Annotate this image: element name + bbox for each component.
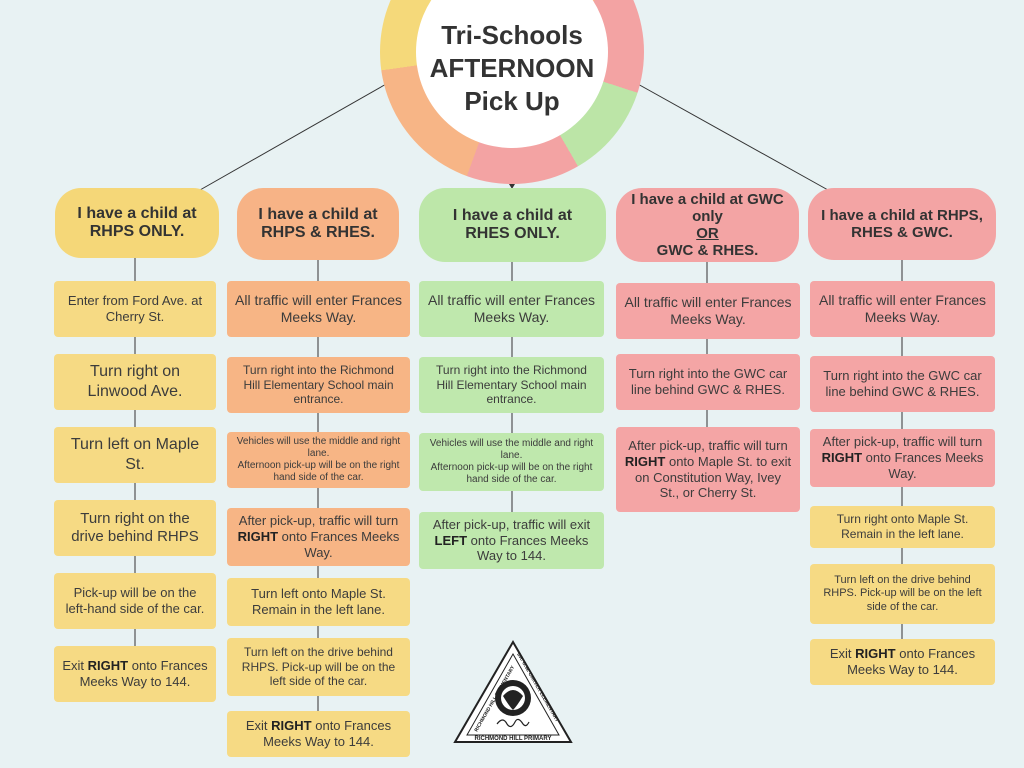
step-text: Turn right into the GWC car line behind …: [823, 368, 982, 399]
step-box: All traffic will enter Frances Meeks Way…: [810, 281, 995, 337]
step-text-bold: RIGHT: [821, 450, 863, 466]
step-text-part: After pick-up, traffic will turn: [628, 437, 788, 453]
step-text: All traffic will enter Frances Meeks Way…: [235, 291, 403, 325]
step-text: After pick-up, traffic will turn RIGHT o…: [818, 434, 987, 482]
step-text-bold: RIGHT: [237, 529, 279, 545]
step-box: Turn right into the GWC car line behind …: [810, 356, 995, 412]
step-text-part: onto Frances Meeks Way to 144.: [847, 646, 976, 677]
step-text: Enter from Ford Ave. at Cherry St.: [67, 293, 203, 324]
step-box: Turn left on the drive behind RHPS. Pick…: [227, 638, 410, 696]
title-line-3: Pick Up: [464, 86, 560, 116]
heading-part: only: [692, 208, 723, 225]
step-box: Vehicles will use the middle and right l…: [227, 432, 410, 488]
step-text: Turn right into the Richmond Hill Elemen…: [243, 363, 394, 407]
step-box: Turn right onto Maple St. Remain in the …: [810, 506, 995, 548]
step-box: After pick-up, traffic will turn RIGHT o…: [616, 427, 800, 512]
step-box: Exit RIGHT onto Frances Meeks Way to 144…: [810, 639, 995, 685]
step-box: Turn right into the GWC car line behind …: [616, 354, 800, 410]
school-triangle-logo: RICHMOND HILL PRIMARY RICHMOND HILL ELEM…: [453, 640, 573, 743]
step-box: Exit RIGHT onto Frances Meeks Way to 144…: [227, 711, 410, 757]
step-text-part: onto Frances Meeks Way.: [278, 529, 400, 560]
step-text: Turn left on the drive behind RHPS. Pick…: [241, 645, 396, 689]
step-text-part: After pick-up, traffic will turn: [238, 513, 399, 529]
step-box: All traffic will enter Frances Meeks Way…: [227, 281, 410, 337]
step-text-part: Exit: [829, 646, 856, 662]
heading-or-underlined: OR: [696, 225, 719, 242]
step-text-bold: LEFT: [434, 532, 468, 548]
step-box: Turn left on Maple St.: [54, 427, 216, 483]
step-box: All traffic will enter Frances Meeks Way…: [419, 281, 604, 337]
header-title: Tri-Schools AFTERNOON Pick Up: [416, 0, 608, 148]
step-text: Vehicles will use the middle and right l…: [236, 435, 401, 484]
step-box: Vehicles will use the middle and right l…: [419, 433, 604, 491]
step-text: Pick-up will be on the left-hand side of…: [65, 585, 205, 616]
step-text-part: onto Frances Meeks Way to 144.: [467, 532, 589, 564]
title-line-1: Tri-Schools: [441, 20, 583, 50]
heading-line: RHPS & RHES.: [261, 224, 375, 241]
heading-line: RHES ONLY.: [465, 225, 560, 242]
step-text: Exit RIGHT onto Frances Meeks Way to 144…: [62, 658, 208, 690]
step-box: After pick-up, traffic will exit LEFT on…: [419, 512, 604, 569]
step-text-part: onto Maple St. to exit on Constitution W…: [635, 453, 792, 501]
step-text: After pick-up, traffic will exit LEFT on…: [427, 517, 596, 565]
step-text-part: After pick-up, traffic will exit: [432, 516, 591, 532]
step-text-part: Exit: [62, 658, 88, 674]
heading-line: I have a child at GWC: [631, 191, 784, 208]
step-text: Exit RIGHT onto Frances Meeks Way to 144…: [235, 718, 402, 750]
step-text-part: Exit: [245, 718, 272, 734]
heading-line: I have a child at: [452, 207, 573, 224]
step-text: All traffic will enter Frances Meeks Way…: [427, 291, 595, 325]
step-text: Turn left onto Maple St. Remain in the l…: [251, 586, 386, 617]
step-box: After pick-up, traffic will turn RIGHT o…: [810, 429, 995, 487]
column-heading-all-schools: I have a child at RHPS,RHES & GWC.: [808, 188, 996, 260]
step-box: Exit RIGHT onto Frances Meeks Way to 144…: [54, 646, 216, 702]
heading-line: I have a child at: [77, 205, 197, 222]
step-text-part: onto Frances Meeks Way to 144.: [79, 658, 208, 689]
step-box: Pick-up will be on the left-hand side of…: [54, 573, 216, 629]
step-box: After pick-up, traffic will turn RIGHT o…: [227, 508, 410, 566]
step-box: Turn right into the Richmond Hill Elemen…: [227, 357, 410, 413]
step-text-part: onto Frances Meeks Way to 144.: [263, 718, 392, 749]
step-box: Turn right into the Richmond Hill Elemen…: [419, 357, 604, 413]
heading-line: RHPS ONLY.: [89, 223, 185, 240]
step-text: After pick-up, traffic will turn RIGHT o…: [235, 513, 402, 561]
heading-part: GWC & RHES.: [656, 242, 759, 259]
step-text: Turn right into the GWC car line behind …: [628, 366, 788, 397]
step-text: Turn right on Linwood Ave.: [87, 363, 183, 400]
step-text: Exit RIGHT onto Frances Meeks Way to 144…: [818, 646, 987, 678]
logo-bottom-text: RICHMOND HILL PRIMARY: [475, 736, 552, 742]
step-box: Turn right on the drive behind RHPS: [54, 500, 216, 556]
step-box: Turn left onto Maple St. Remain in the l…: [227, 578, 410, 626]
step-box: All traffic will enter Frances Meeks Way…: [616, 283, 800, 339]
step-text: Turn right on the drive behind RHPS: [71, 509, 199, 545]
heading-line: RHES & GWC.: [851, 224, 953, 241]
step-text-bold: RIGHT: [87, 658, 129, 674]
title-line-2: AFTERNOON: [429, 53, 595, 83]
step-box: Turn left on the drive behind RHPS. Pick…: [810, 564, 995, 624]
step-text: Turn left on the drive behind RHPS. Pick…: [823, 573, 982, 613]
step-text: After pick-up, traffic will turn RIGHT o…: [624, 438, 792, 501]
step-text-bold: RIGHT: [271, 718, 312, 734]
step-text: Turn right into the Richmond Hill Elemen…: [436, 363, 587, 407]
step-box: Turn right on Linwood Ave.: [54, 354, 216, 410]
step-text: Turn left on Maple St.: [70, 436, 200, 473]
heading-line: only OR GWC & RHES.: [631, 208, 784, 259]
step-text: All traffic will enter Frances Meeks Way…: [624, 293, 792, 327]
heading-line: I have a child at RHPS,: [821, 207, 983, 224]
step-text-bold: RIGHT: [624, 453, 666, 469]
step-text: All traffic will enter Frances Meeks Way…: [818, 291, 986, 325]
step-box: Enter from Ford Ave. at Cherry St.: [54, 281, 216, 337]
step-text-part: onto Frances Meeks Way.: [862, 450, 984, 481]
step-text: Vehicles will use the middle and right l…: [429, 437, 594, 486]
step-text: Turn right onto Maple St. Remain in the …: [836, 512, 969, 541]
step-text-bold: RIGHT: [855, 646, 896, 662]
step-text-part: After pick-up, traffic will turn: [822, 434, 983, 450]
heading-line: I have a child at: [258, 206, 378, 223]
